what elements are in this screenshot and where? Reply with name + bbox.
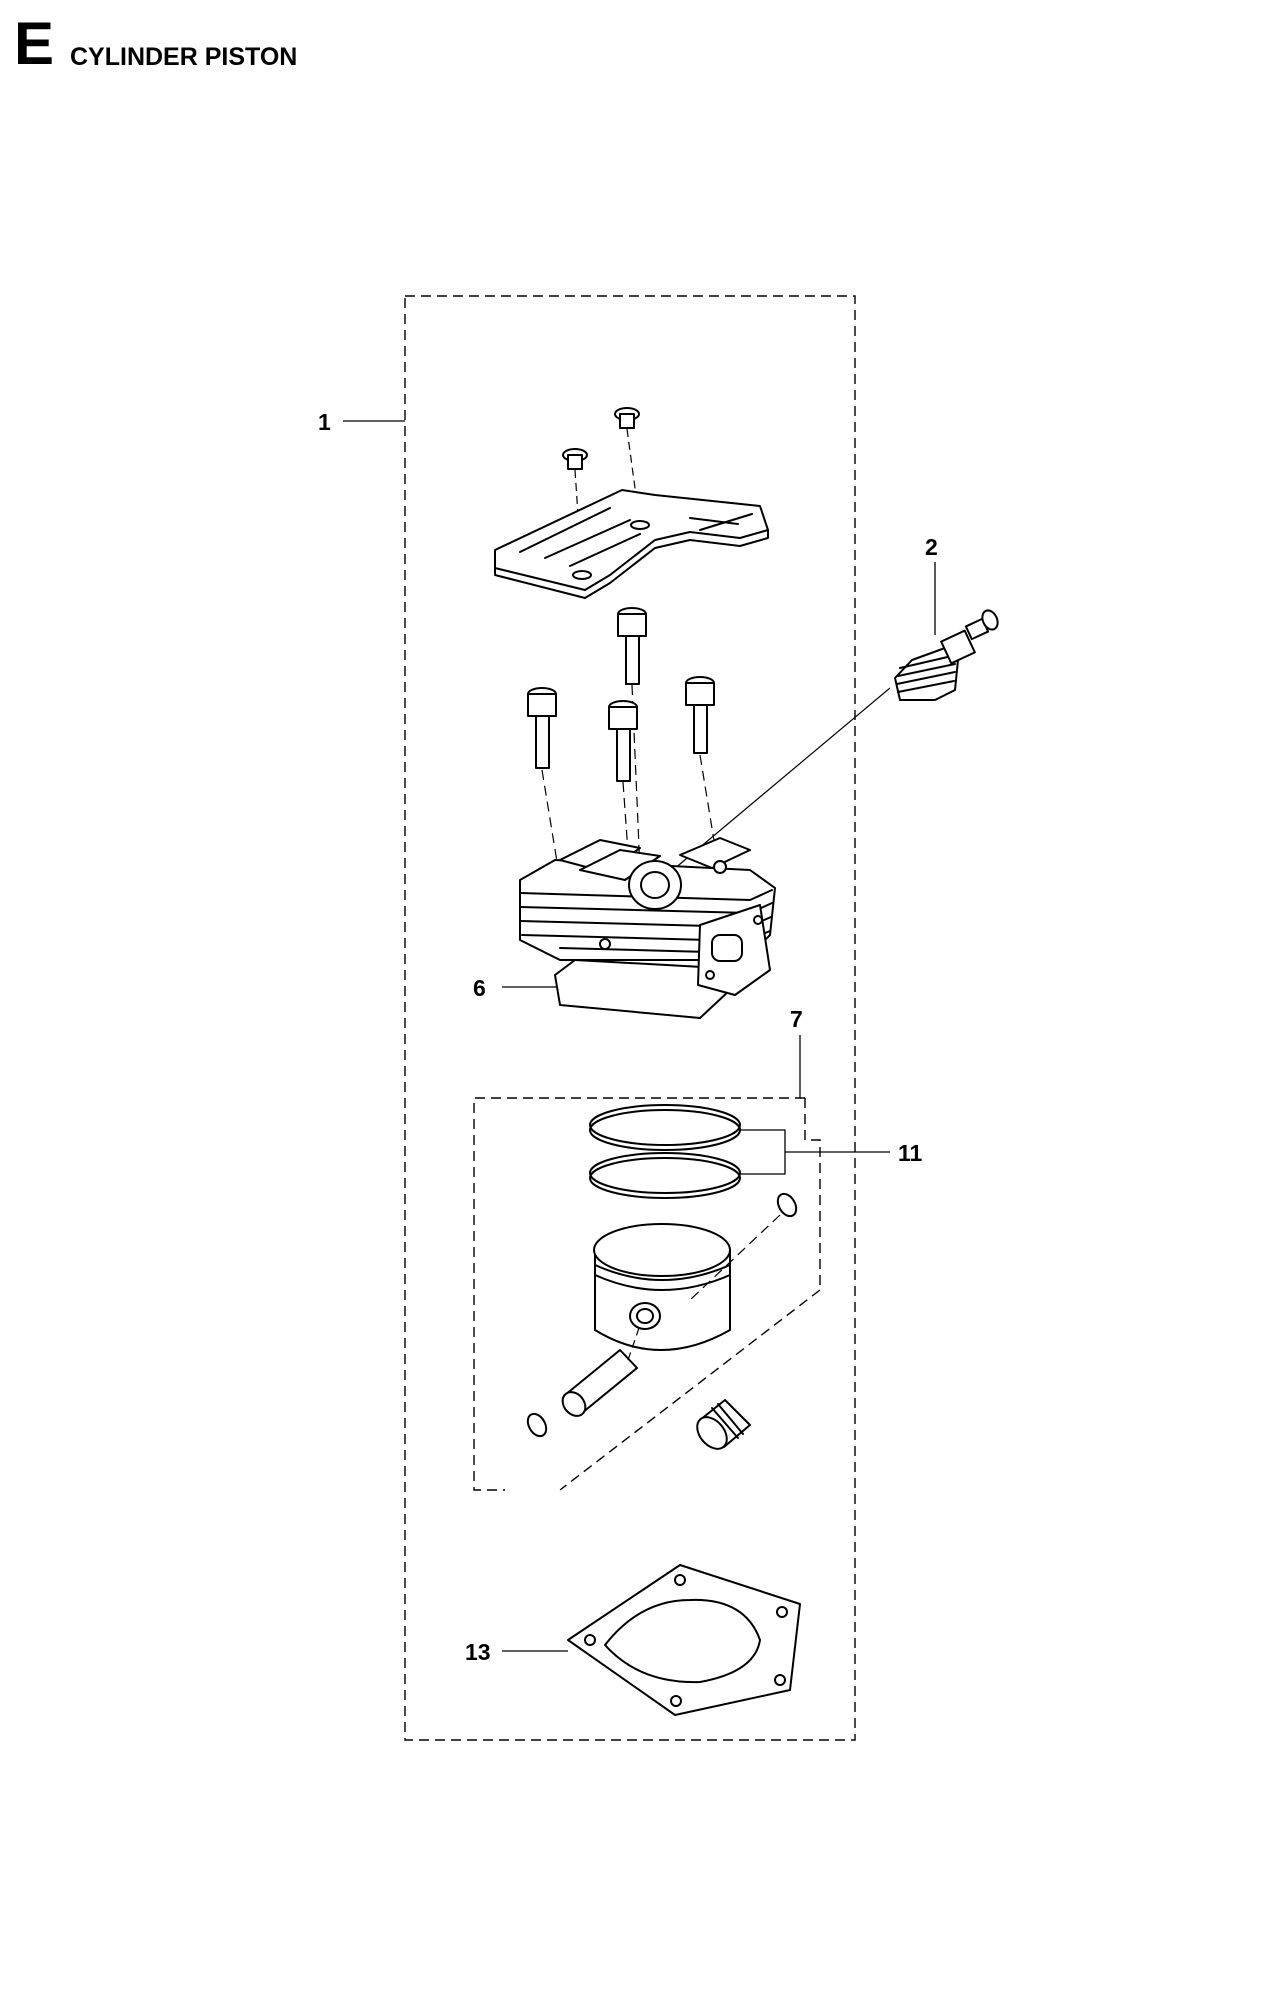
circlip-icon xyxy=(689,1192,798,1301)
callout-1: 1 xyxy=(318,409,331,435)
cylinder-bolt-icon xyxy=(527,687,561,881)
callout-2: 2 xyxy=(925,534,938,560)
small-screw-icon xyxy=(562,448,588,576)
page-title: CYLINDER PISTON xyxy=(70,43,298,71)
piston-ring-icon xyxy=(589,1152,741,1199)
section-letter: E xyxy=(14,10,55,77)
circlip-icon xyxy=(526,1412,548,1438)
callout-7: 7 xyxy=(790,1006,803,1032)
needle-bearing-icon xyxy=(696,1399,751,1450)
cylinder-bolt-icon xyxy=(617,607,647,871)
piston-ring-icon xyxy=(589,1104,741,1151)
callout-11: 11 xyxy=(898,1140,923,1166)
cylinder-icon xyxy=(519,837,776,1019)
cylinder-gasket-icon xyxy=(567,1564,801,1716)
heat-shield-plate-icon xyxy=(494,407,769,599)
decompression-valve-icon xyxy=(894,609,999,701)
piston-kit-frame xyxy=(804,1098,821,1290)
piston-icon xyxy=(593,1223,731,1351)
cylinder-bolt-icon xyxy=(685,676,719,866)
assembly-frame-cylinder xyxy=(404,295,856,1741)
callout-13: 13 xyxy=(465,1639,491,1665)
callout-6: 6 xyxy=(473,975,486,1001)
cylinder-bolt-icon xyxy=(608,700,638,881)
piston-pin-icon xyxy=(561,1324,641,1417)
